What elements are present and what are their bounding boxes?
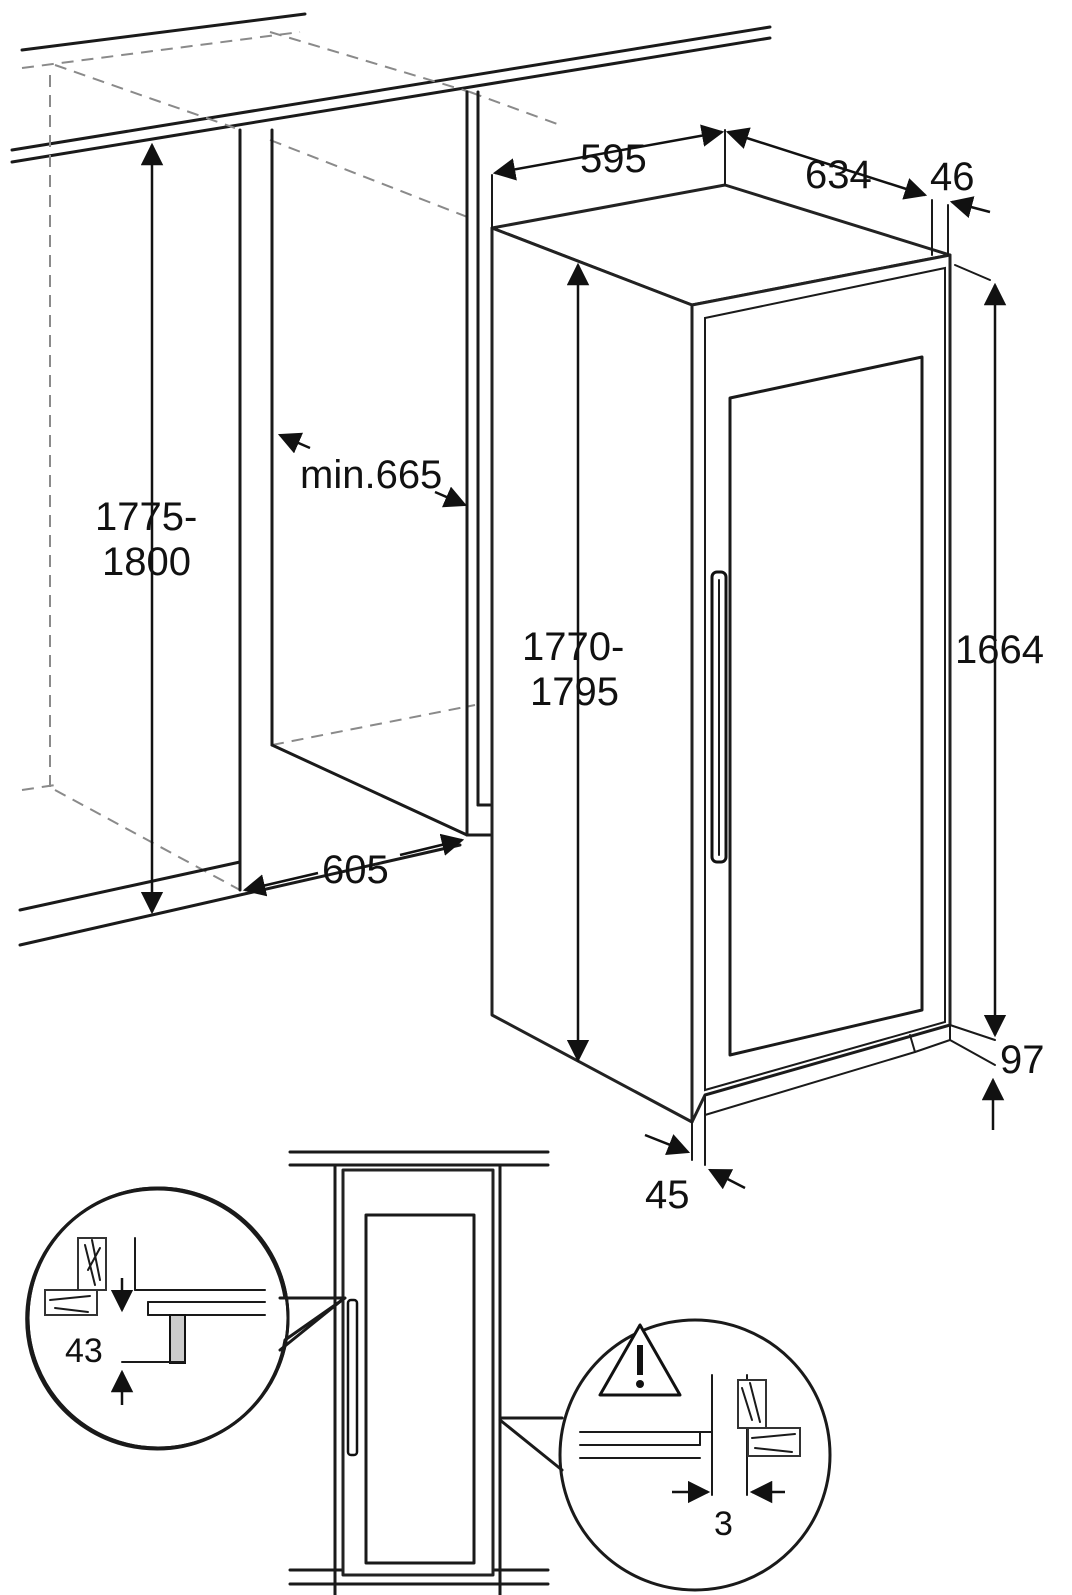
label-45: 45 (645, 1173, 690, 1217)
label-1800: 1800 (102, 540, 191, 584)
label-1795: 1795 (530, 670, 619, 714)
dimension-lines (140, 124, 1007, 1190)
kitchen-niche (10, 12, 772, 947)
front-view (288, 1150, 550, 1595)
label-1664: 1664 (955, 628, 1044, 672)
warning-triangle-icon (598, 1323, 682, 1397)
label-46: 46 (930, 155, 975, 199)
label-1770: 1770- (522, 625, 624, 669)
label-43: 43 (65, 1332, 103, 1370)
label-605: 605 (322, 848, 389, 892)
door-handle (710, 570, 728, 864)
right-detail-callout: 3 (498, 1318, 832, 1592)
label-595: 595 (580, 137, 647, 181)
label-634: 634 (805, 153, 872, 197)
label-min665: min.665 (300, 453, 442, 497)
dimension-labels: 595 634 46 1775- 1800 min.665 1770- 1795… (95, 137, 1045, 1217)
wine-cabinet (490, 183, 952, 1124)
label-97: 97 (1000, 1038, 1045, 1082)
left-detail-callout: 43 (25, 1186, 347, 1451)
label-3: 3 (714, 1505, 733, 1543)
label-1775: 1775- (95, 495, 197, 539)
